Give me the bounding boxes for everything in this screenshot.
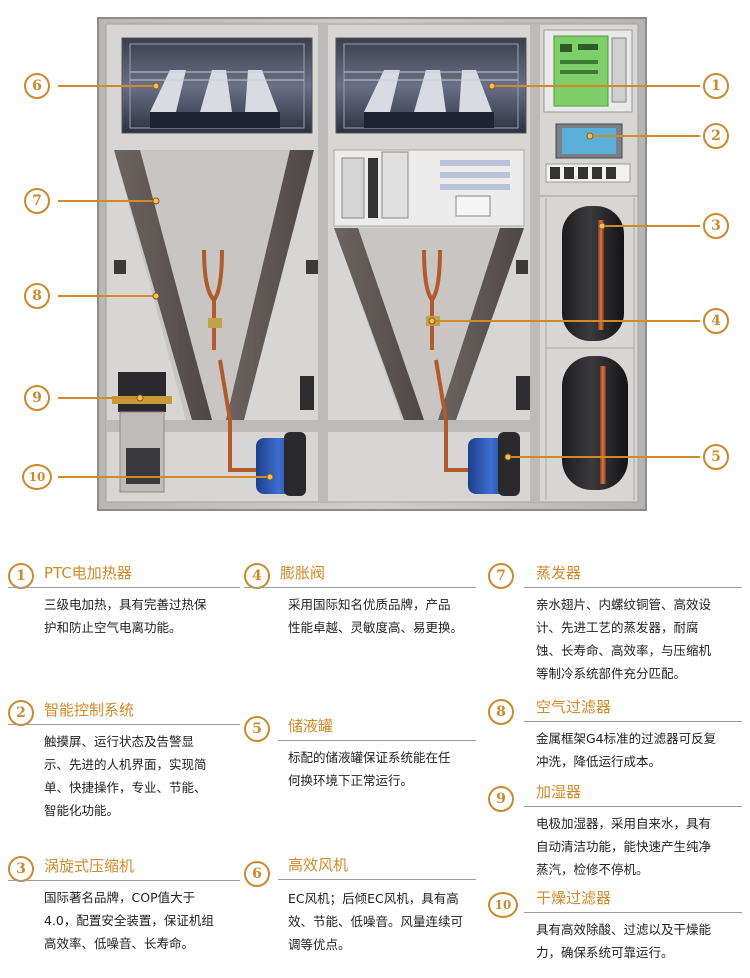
feature-number-badge: 7 bbox=[488, 563, 514, 589]
ec-fan-left bbox=[121, 37, 313, 134]
callout-7: 7 bbox=[24, 188, 50, 214]
feature-evaporator: 7 蒸发器 亲水翅片、内螺纹铜管、高效设计、先进工艺的蒸发器，耐腐 蚀、长寿命、… bbox=[488, 563, 742, 693]
feature-desc: 亲水翅片、内螺纹铜管、高效设计、先进工艺的蒸发器，耐腐 蚀、长寿命、高效率，与压… bbox=[536, 597, 712, 681]
feature-title: 高效风机 bbox=[288, 856, 349, 874]
callout-1: 1 bbox=[703, 73, 729, 99]
expansion-valve-piping bbox=[202, 249, 474, 472]
feature-humidifier: 9 加湿器 电极加湿器，采用自来水，具有自动清洁功能，能快速产生纯净 蒸汽，检修… bbox=[488, 782, 742, 882]
feature-number-badge: 10 bbox=[488, 892, 518, 918]
feature-title: 智能控制系统 bbox=[44, 701, 135, 719]
feature-ec-fan: 6 高效风机 EC风机；后倾EC风机，具有高效、节能、低噪音。风量连续可 调等优… bbox=[244, 855, 476, 965]
scroll-compressor-right bbox=[468, 432, 520, 496]
evaporator-left bbox=[114, 150, 314, 420]
feature-number-badge: 2 bbox=[8, 700, 34, 726]
feature-desc: 三级电加热，具有完善过热保护和防止空气电离功能。 bbox=[44, 597, 207, 635]
feature-air-filter: 8 空气过滤器 金属框架G4标准的过滤器可反复冲洗，降低运行成本。 bbox=[488, 697, 742, 777]
feature-title: 蒸发器 bbox=[536, 564, 582, 582]
electrical-strip bbox=[333, 149, 525, 227]
feature-title: 空气过滤器 bbox=[536, 698, 612, 716]
feature-title: 加湿器 bbox=[536, 783, 582, 801]
callout-5: 5 bbox=[703, 444, 729, 470]
feature-title: 干燥过滤器 bbox=[536, 889, 612, 907]
feature-number-badge: 1 bbox=[8, 563, 34, 589]
leader-lines bbox=[58, 85, 700, 478]
feature-desc: 标配的储液罐保证系统能在任何换环境下正常运行。 bbox=[288, 750, 451, 788]
feature-number-badge: 5 bbox=[244, 716, 270, 742]
callout-6: 6 bbox=[24, 73, 50, 99]
feature-desc: 采用国际知名优质品牌，产品性能卓越、灵敏度高、易更换。 bbox=[288, 597, 464, 635]
scroll-compressor-left bbox=[256, 432, 306, 496]
feature-title: 涡旋式压缩机 bbox=[44, 857, 135, 875]
callout-4: 4 bbox=[703, 308, 729, 334]
feature-receiver: 5 储液罐 标配的储液罐保证系统能在任何换环境下正常运行。 bbox=[244, 716, 476, 796]
feature-number-badge: 3 bbox=[8, 856, 34, 882]
callout-2: 2 bbox=[703, 123, 729, 149]
callout-8: 8 bbox=[24, 283, 50, 309]
feature-desc: EC风机；后倾EC风机，具有高效、节能、低噪音。风量连续可 调等优点。 bbox=[288, 891, 464, 952]
compressor-tank-right bbox=[562, 356, 628, 490]
unit-cutaway-illustration bbox=[58, 17, 700, 511]
feature-number-badge: 8 bbox=[488, 699, 514, 725]
feature-expansion-valve: 4 膨胀阀 采用国际知名优质品牌，产品性能卓越、灵敏度高、易更换。 bbox=[244, 563, 476, 643]
feature-number-badge: 4 bbox=[244, 563, 270, 589]
feature-ptc-heater: 1 PTC电加热器 三级电加热，具有完善过热保护和防止空气电离功能。 bbox=[8, 563, 240, 643]
receiver-tank bbox=[562, 206, 624, 341]
feature-control-system: 2 智能控制系统 触摸屏、运行状态及告警显示、先进的人机界面，实现简 单、快捷操… bbox=[8, 700, 240, 830]
feature-title: PTC电加热器 bbox=[44, 564, 132, 582]
feature-filter-drier: 10 干燥过滤器 具有高效除酸、过滤以及干燥能力，确保系统可靠运行。 bbox=[488, 888, 742, 968]
feature-number-badge: 9 bbox=[488, 786, 514, 812]
feature-desc: 触摸屏、运行状态及告警显示、先进的人机界面，实现简 单、快捷操作，专业、节能、智… bbox=[44, 734, 207, 818]
callout-9: 9 bbox=[24, 385, 50, 411]
feature-number-badge: 6 bbox=[244, 861, 270, 887]
feature-title: 储液罐 bbox=[288, 717, 334, 735]
touch-screen bbox=[562, 128, 616, 154]
feature-desc: 具有高效除酸、过滤以及干燥能力，确保系统可靠运行。 bbox=[536, 922, 712, 960]
feature-desc: 金属框架G4标准的过滤器可反复冲洗，降低运行成本。 bbox=[536, 731, 717, 769]
callout-3: 3 bbox=[703, 213, 729, 239]
feature-title: 膨胀阀 bbox=[280, 564, 326, 582]
feature-desc: 电极加湿器，采用自来水，具有自动清洁功能，能快速产生纯净 蒸汽，检修不停机。 bbox=[536, 816, 712, 877]
callout-10: 10 bbox=[22, 464, 52, 490]
ptc-heater bbox=[112, 372, 172, 493]
